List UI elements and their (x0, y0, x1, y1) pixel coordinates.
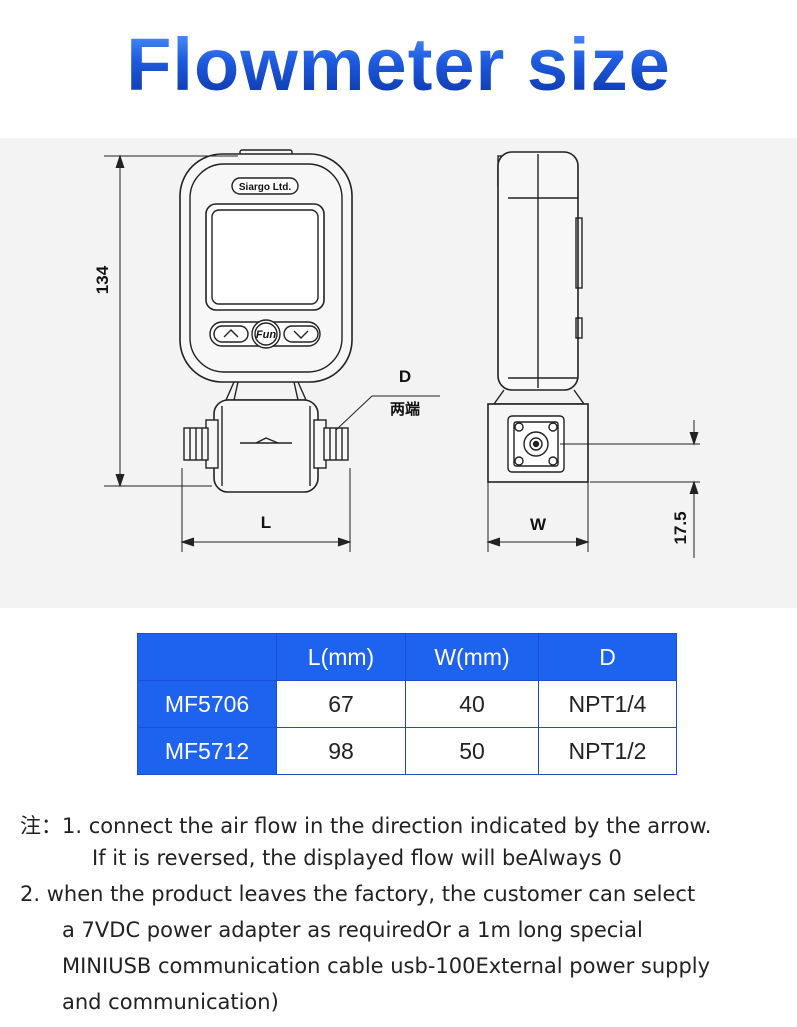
page-title: Flowmeter size (0, 22, 797, 107)
table-cell: 67 (276, 680, 406, 728)
table-cell-model: MF5706 (137, 680, 277, 728)
table-cell: 98 (276, 727, 406, 775)
width-dimension-label: W (530, 515, 547, 534)
table-header-cell: D (538, 633, 677, 681)
table-header-cell (137, 633, 277, 681)
note-line: If it is reversed, the displayed flow wi… (92, 846, 622, 870)
spec-table: L(mm) W(mm) D MF5706 67 40 NPT1/4 MF5712… (137, 633, 677, 775)
note-line: 注：1. connect the air flow in the directi… (20, 814, 712, 838)
drawing-background (0, 138, 797, 608)
table-cell: 40 (405, 680, 539, 728)
table-row: MF5706 67 40 NPT1/4 (137, 680, 677, 728)
thread-dimension-label: D (399, 367, 411, 386)
note-line: MINIUSB communication cable usb-100Exter… (62, 954, 711, 978)
fun-button-label: Fun (256, 329, 276, 341)
table-cell-model: MF5712 (137, 727, 277, 775)
note-line: 2. when the product leaves the factory, … (20, 882, 696, 906)
note-line: a 7VDC power adapter as requiredOr a 1m … (62, 918, 643, 942)
table-cell: 50 (405, 727, 539, 775)
table-cell: NPT1/4 (538, 680, 677, 728)
thread-note-label: 两端 (390, 400, 420, 418)
length-dimension-label: L (261, 513, 271, 532)
note-line: and communication) (62, 990, 279, 1014)
table-row: MF5712 98 50 NPT1/2 (137, 727, 677, 775)
logo-label: Siargo Ltd. (239, 182, 291, 193)
table-header-cell: L(mm) (276, 633, 406, 681)
table-header-cell: W(mm) (405, 633, 539, 681)
table-cell: NPT1/2 (538, 727, 677, 775)
height-dimension-label: 134 (93, 265, 112, 294)
technical-drawing: Siargo Ltd. Fun 134 L W 17.5 D 两端 (93, 149, 700, 558)
table-header-row: L(mm) W(mm) D (137, 633, 677, 681)
offset-dimension-label: 17.5 (671, 511, 690, 544)
